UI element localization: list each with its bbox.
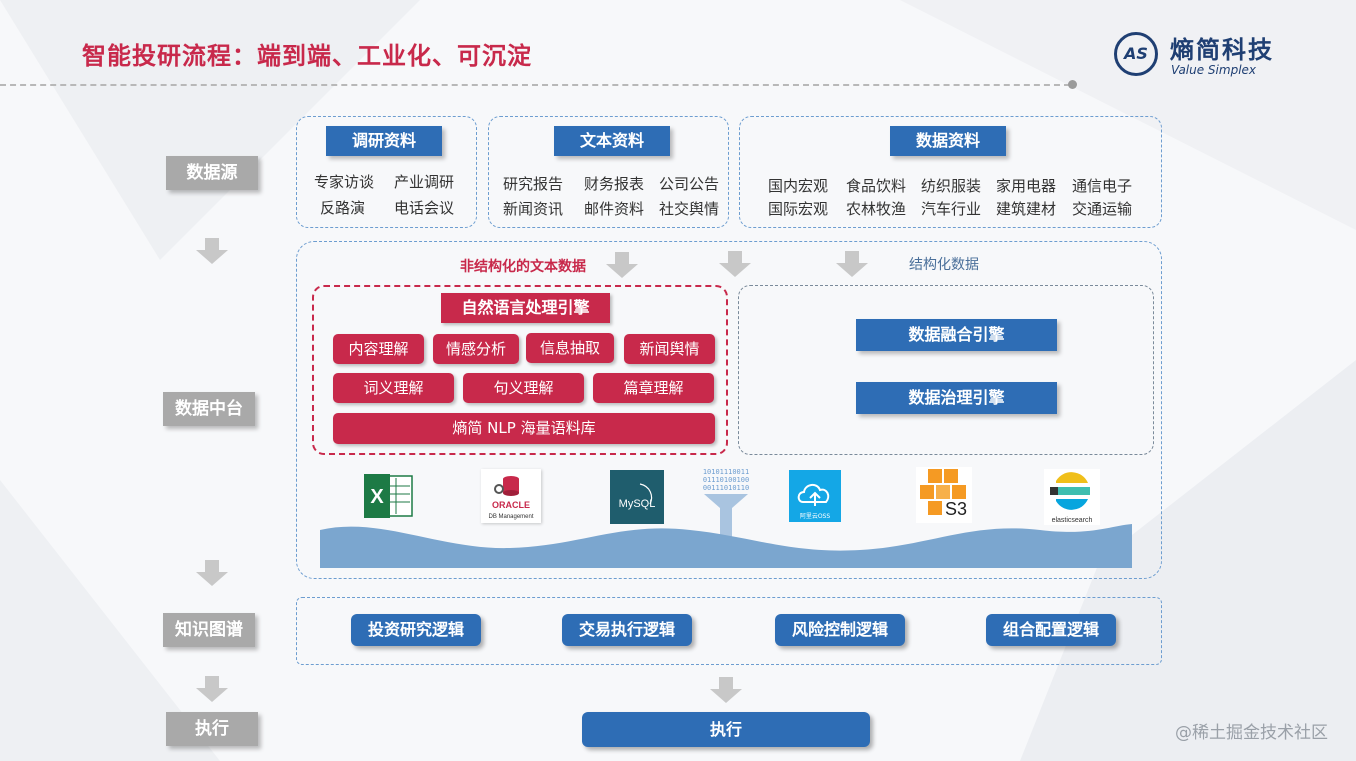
company-logo: AS 熵简科技 Value Simplex (1114, 30, 1344, 82)
source-item: 农林牧渔 (846, 200, 907, 218)
svg-text:10101110011: 10101110011 (703, 468, 749, 476)
source-item: 财务报表 (584, 175, 645, 193)
mysql-icon: MySQL (610, 470, 664, 524)
source-item: 反路演 (320, 199, 366, 217)
source-item: 国内宏观 (768, 177, 829, 195)
unstructured-label: 非结构化的文本数据 (460, 259, 586, 275)
nlp-task: 新闻舆情 (624, 334, 715, 364)
source-item: 社交舆情 (659, 200, 720, 218)
nlp-task: 信息抽取 (526, 333, 614, 363)
source-title-text: 文本资料 (554, 126, 670, 156)
svg-text:ORACLE: ORACLE (492, 500, 530, 510)
source-item: 食品饮料 (846, 177, 907, 195)
source-box-text (488, 116, 729, 228)
header-divider (0, 84, 1070, 86)
source-item: 研究报告 (503, 175, 564, 193)
nlp-task: 内容理解 (333, 334, 424, 364)
logo-name-en: Value Simplex (1171, 63, 1257, 77)
down-arrow-icon (196, 560, 228, 586)
row-label-data-source: 数据源 (166, 156, 258, 190)
down-arrow-icon (196, 676, 228, 702)
svg-text:MySQL: MySQL (619, 498, 656, 510)
source-item: 专家访谈 (314, 173, 375, 191)
source-item: 纺织服装 (921, 177, 982, 195)
source-item: 国际宏观 (768, 200, 829, 218)
structured-engine-box (738, 285, 1154, 455)
nlp-task: 篇章理解 (593, 373, 714, 403)
row-label-data-platform: 数据中台 (163, 392, 255, 426)
aliyun-oss-icon: 阿里云OSS (789, 470, 841, 522)
svg-text:DB Management: DB Management (488, 514, 533, 520)
svg-text:00111010110: 00111010110 (703, 484, 749, 492)
source-item: 公司公告 (659, 175, 720, 193)
fusion-engine: 数据融合引擎 (856, 319, 1057, 351)
logo-mark-icon: AS (1114, 32, 1158, 76)
execution-bar: 执行 (582, 712, 870, 747)
excel-letter: X (370, 486, 384, 508)
nlp-corpus: 熵简 NLP 海量语料库 (333, 413, 715, 444)
source-title-data: 数据资料 (890, 126, 1006, 156)
knowledge-item: 组合配置逻辑 (986, 614, 1116, 646)
source-box-research (296, 116, 477, 228)
source-item: 邮件资料 (584, 200, 645, 218)
knowledge-item: 交易执行逻辑 (562, 614, 692, 646)
nlp-engine-title: 自然语言处理引擎 (441, 293, 610, 323)
logo-name-cn: 熵简科技 (1170, 36, 1274, 64)
binary-funnel-icon: 10101110011 01110100100 00111010110 (696, 466, 756, 538)
source-item: 新闻资讯 (503, 200, 564, 218)
knowledge-box (296, 597, 1162, 665)
down-arrow-icon (836, 251, 868, 277)
source-item: 建筑建材 (996, 200, 1057, 218)
nlp-task: 词义理解 (333, 373, 454, 403)
down-arrow-icon (710, 677, 742, 703)
knowledge-item: 投资研究逻辑 (351, 614, 481, 646)
oracle-icon: ORACLE DB Management (481, 469, 541, 523)
knowledge-item: 风险控制逻辑 (775, 614, 905, 646)
source-item: 电话会议 (394, 199, 455, 217)
source-item: 汽车行业 (921, 200, 982, 218)
nlp-engine-box (312, 285, 728, 455)
svg-text:阿里云OSS: 阿里云OSS (800, 512, 831, 520)
elasticsearch-icon: elasticsearch (1044, 469, 1100, 525)
excel-icon: X (362, 470, 414, 522)
row-label-execution: 执行 (166, 712, 258, 746)
svg-text:01110100100: 01110100100 (703, 476, 749, 484)
nlp-task: 情感分析 (433, 334, 519, 364)
down-arrow-icon (196, 238, 228, 264)
source-item: 通信电子 (1072, 177, 1133, 195)
source-title-research: 调研资料 (326, 126, 442, 156)
svg-text:elasticsearch: elasticsearch (1052, 517, 1093, 524)
nlp-task: 句义理解 (463, 373, 584, 403)
source-item: 产业调研 (394, 173, 455, 191)
watermark: @稀土掘金技术社区 (1175, 723, 1328, 743)
data-lake-wave (320, 524, 1132, 568)
down-arrow-icon (719, 251, 751, 277)
divider-dot (1068, 80, 1077, 89)
row-label-knowledge-graph: 知识图谱 (163, 613, 255, 647)
svg-text:S3: S3 (945, 499, 967, 519)
source-item: 家用电器 (996, 177, 1057, 195)
governance-engine: 数据治理引擎 (856, 382, 1057, 414)
down-arrow-icon (606, 252, 638, 278)
page-title: 智能投研流程：端到端、工业化、可沉淀 (82, 42, 532, 70)
structured-label: 结构化数据 (909, 257, 979, 273)
source-item: 交通运输 (1072, 200, 1133, 218)
aws-s3-icon: S3 (916, 467, 972, 523)
data-platform-box (296, 241, 1162, 579)
source-box-data (739, 116, 1162, 228)
